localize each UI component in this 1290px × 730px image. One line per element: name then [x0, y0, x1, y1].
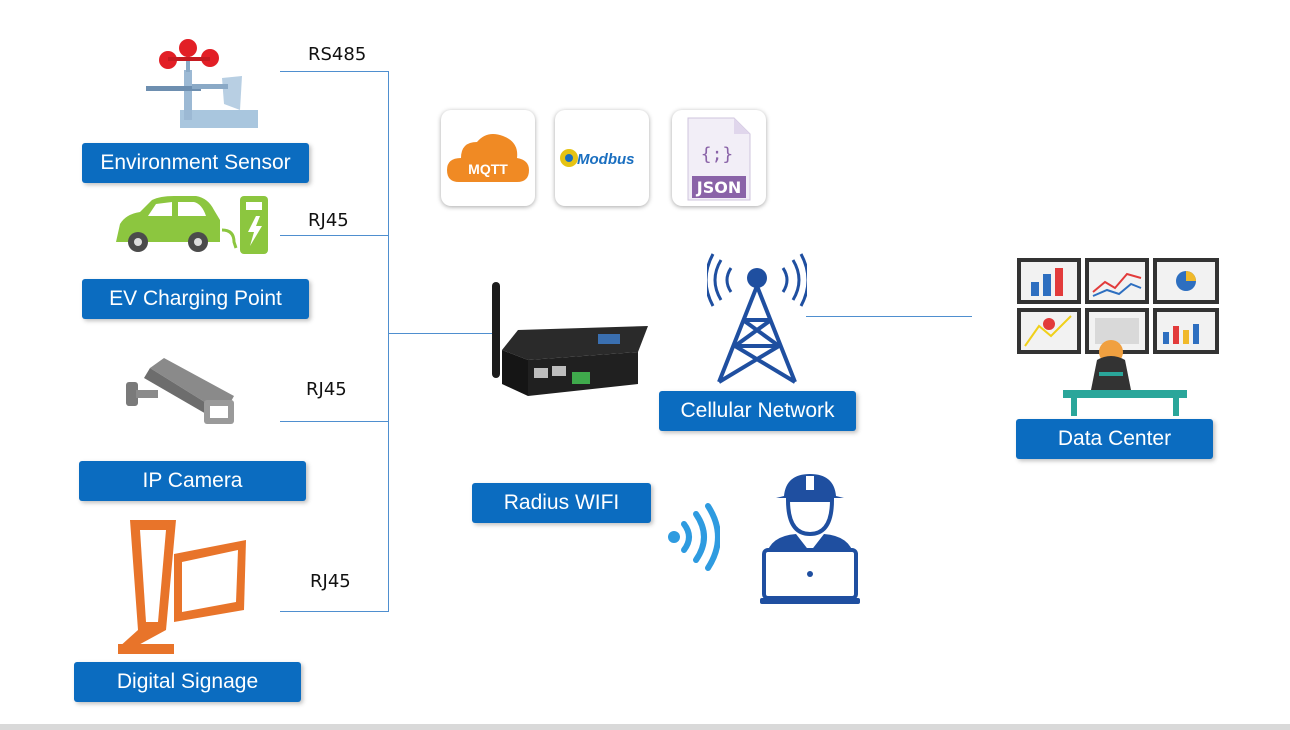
- monitoring-wall-icon: [1017, 258, 1219, 416]
- rs485-line: [280, 71, 389, 72]
- protocol-card-json: {;} JSON: [672, 110, 766, 206]
- port-label-rj45-ev: RJ45: [308, 210, 349, 231]
- ev-charger-icon: [116, 196, 268, 254]
- label-cellular-network: Cellular Network: [659, 391, 856, 431]
- kiosk-icon: [118, 520, 246, 654]
- cell-tower-icon: [707, 253, 807, 384]
- mqtt-label: MQTT: [468, 161, 508, 177]
- port-label-rs485: RS485: [308, 44, 367, 65]
- port-label-rj45-signage: RJ45: [310, 571, 351, 592]
- anemometer-icon: [146, 39, 258, 128]
- rj45-camera-line: [280, 421, 389, 422]
- datacenter-link-line: [806, 316, 972, 317]
- bus-line: [388, 71, 389, 612]
- json-symbol: {;}: [701, 144, 734, 165]
- modbus-label: Modbus: [577, 151, 635, 168]
- protocol-card-mqtt: MQTT: [441, 110, 535, 206]
- protocol-card-modbus: Modbus: [555, 110, 649, 206]
- label-ev-charging-point: EV Charging Point: [82, 279, 309, 319]
- port-label-rj45-camera: RJ45: [306, 379, 347, 400]
- label-ip-camera: IP Camera: [79, 461, 306, 501]
- router-link-line: [388, 333, 493, 334]
- wifi-signal-icon: [668, 503, 720, 571]
- rj45-signage-line: [280, 611, 389, 612]
- cctv-camera-icon: [126, 358, 234, 424]
- modbus-logo-icon: Modbus: [560, 149, 635, 168]
- label-radius-wifi: Radius WIFI: [472, 483, 651, 523]
- label-data-center: Data Center: [1016, 419, 1213, 459]
- cloud-icon: MQTT: [447, 134, 529, 182]
- label-digital-signage: Digital Signage: [74, 662, 301, 702]
- engineer-laptop-icon: [760, 474, 860, 604]
- router-icon: [492, 282, 648, 396]
- label-environment-sensor: Environment Sensor: [82, 143, 309, 183]
- footer-bar: [0, 724, 1290, 730]
- json-file-icon: {;} JSON: [687, 117, 751, 201]
- rj45-ev-line: [280, 235, 389, 236]
- json-label: JSON: [696, 178, 741, 197]
